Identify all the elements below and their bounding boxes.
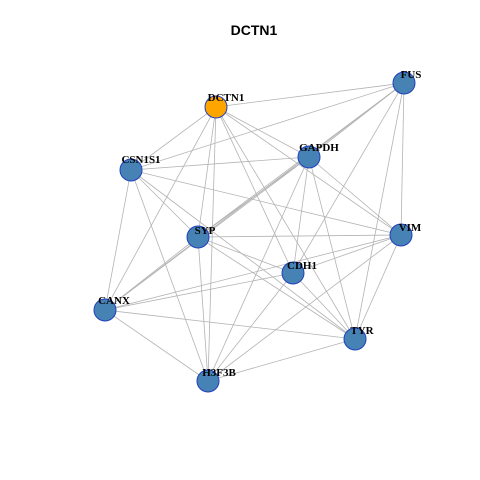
node-label-csn1s1: CSN1S1 xyxy=(121,154,160,166)
edge-dctn1-syp xyxy=(197,106,217,238)
node-syp: SYP xyxy=(186,225,216,249)
edge-dctn1-tyr xyxy=(215,106,356,340)
edge-vim-canx xyxy=(104,234,402,311)
edge-syp-canx xyxy=(104,236,199,311)
edge-csn1s1-tyr xyxy=(130,169,356,340)
node-h3f3b: H3F3B xyxy=(196,367,236,393)
node-circle-canx xyxy=(93,298,117,322)
edge-fus-tyr xyxy=(354,82,405,340)
edge-gapdh-csn1s1 xyxy=(130,156,310,171)
edge-dctn1-h3f3b xyxy=(207,106,217,382)
edge-vim-cdh1 xyxy=(292,234,402,274)
edge-csn1s1-syp xyxy=(130,169,199,238)
edge-dctn1-vim xyxy=(215,106,402,236)
edge-dctn1-canx xyxy=(104,106,217,311)
node-csn1s1: CSN1S1 xyxy=(119,154,161,182)
edge-fus-cdh1 xyxy=(292,82,405,274)
node-circle-syp xyxy=(186,225,210,249)
edge-csn1s1-h3f3b xyxy=(130,169,209,382)
graph-title: DCTN1 xyxy=(231,22,278,38)
node-circle-csn1s1 xyxy=(119,158,143,182)
edge-gapdh-h3f3b xyxy=(207,156,310,382)
node-circle-vim xyxy=(389,223,413,247)
node-canx: CANX xyxy=(93,295,130,322)
node-label-fus: FUS xyxy=(401,69,422,81)
edge-fus-vim xyxy=(400,82,405,236)
edge-canx-tyr xyxy=(104,309,356,340)
edge-canx-h3f3b xyxy=(104,309,209,382)
node-circle-h3f3b xyxy=(196,369,220,393)
node-label-dctn1: DCTN1 xyxy=(208,92,245,104)
node-label-cdh1: CDH1 xyxy=(287,260,317,272)
edge-vim-tyr xyxy=(354,234,402,340)
node-label-h3f3b: H3F3B xyxy=(202,367,236,379)
edge-gapdh-vim xyxy=(308,156,402,236)
edge-cdh1-canx xyxy=(104,272,294,311)
edge-gapdh-syp xyxy=(197,156,310,238)
node-dctn1: DCTN1 xyxy=(204,92,245,119)
node-vim: VIM xyxy=(389,222,422,247)
node-label-gapdh: GAPDH xyxy=(299,142,339,154)
node-tyr: TYR xyxy=(343,325,375,351)
node-circle-gapdh xyxy=(297,145,321,169)
edge-dctn1-fus xyxy=(215,82,405,108)
edge-csn1s1-vim xyxy=(130,169,402,236)
edge-dctn1-cdh1 xyxy=(215,106,294,274)
edge-syp-h3f3b xyxy=(197,236,209,382)
node-label-tyr: TYR xyxy=(350,325,374,337)
edge-dctn1-gapdh xyxy=(215,106,310,158)
edge-vim-h3f3b xyxy=(207,234,402,382)
edge-fus-csn1s1 xyxy=(130,82,405,171)
edge-syp-tyr xyxy=(197,236,356,340)
edge-gapdh-cdh1 xyxy=(292,156,310,274)
node-label-canx: CANX xyxy=(98,295,130,307)
node-gapdh: GAPDH xyxy=(297,142,339,169)
edge-dctn1-csn1s1 xyxy=(130,106,217,171)
edge-syp-vim xyxy=(197,234,402,238)
node-circle-cdh1 xyxy=(281,261,305,285)
node-circle-tyr xyxy=(343,327,367,351)
edge-csn1s1-canx xyxy=(104,169,132,311)
edge-layer xyxy=(104,82,405,382)
node-circle-fus xyxy=(392,71,416,95)
edge-syp-cdh1 xyxy=(197,236,294,274)
node-label-syp: SYP xyxy=(195,225,216,237)
edge-gapdh-tyr xyxy=(308,156,356,340)
node-circle-dctn1 xyxy=(204,95,228,119)
edge-tyr-h3f3b xyxy=(207,338,356,382)
edge-cdh1-tyr xyxy=(292,272,356,340)
node-label-vim: VIM xyxy=(399,222,422,234)
node-fus: FUS xyxy=(392,69,422,95)
node-cdh1: CDH1 xyxy=(281,260,317,285)
